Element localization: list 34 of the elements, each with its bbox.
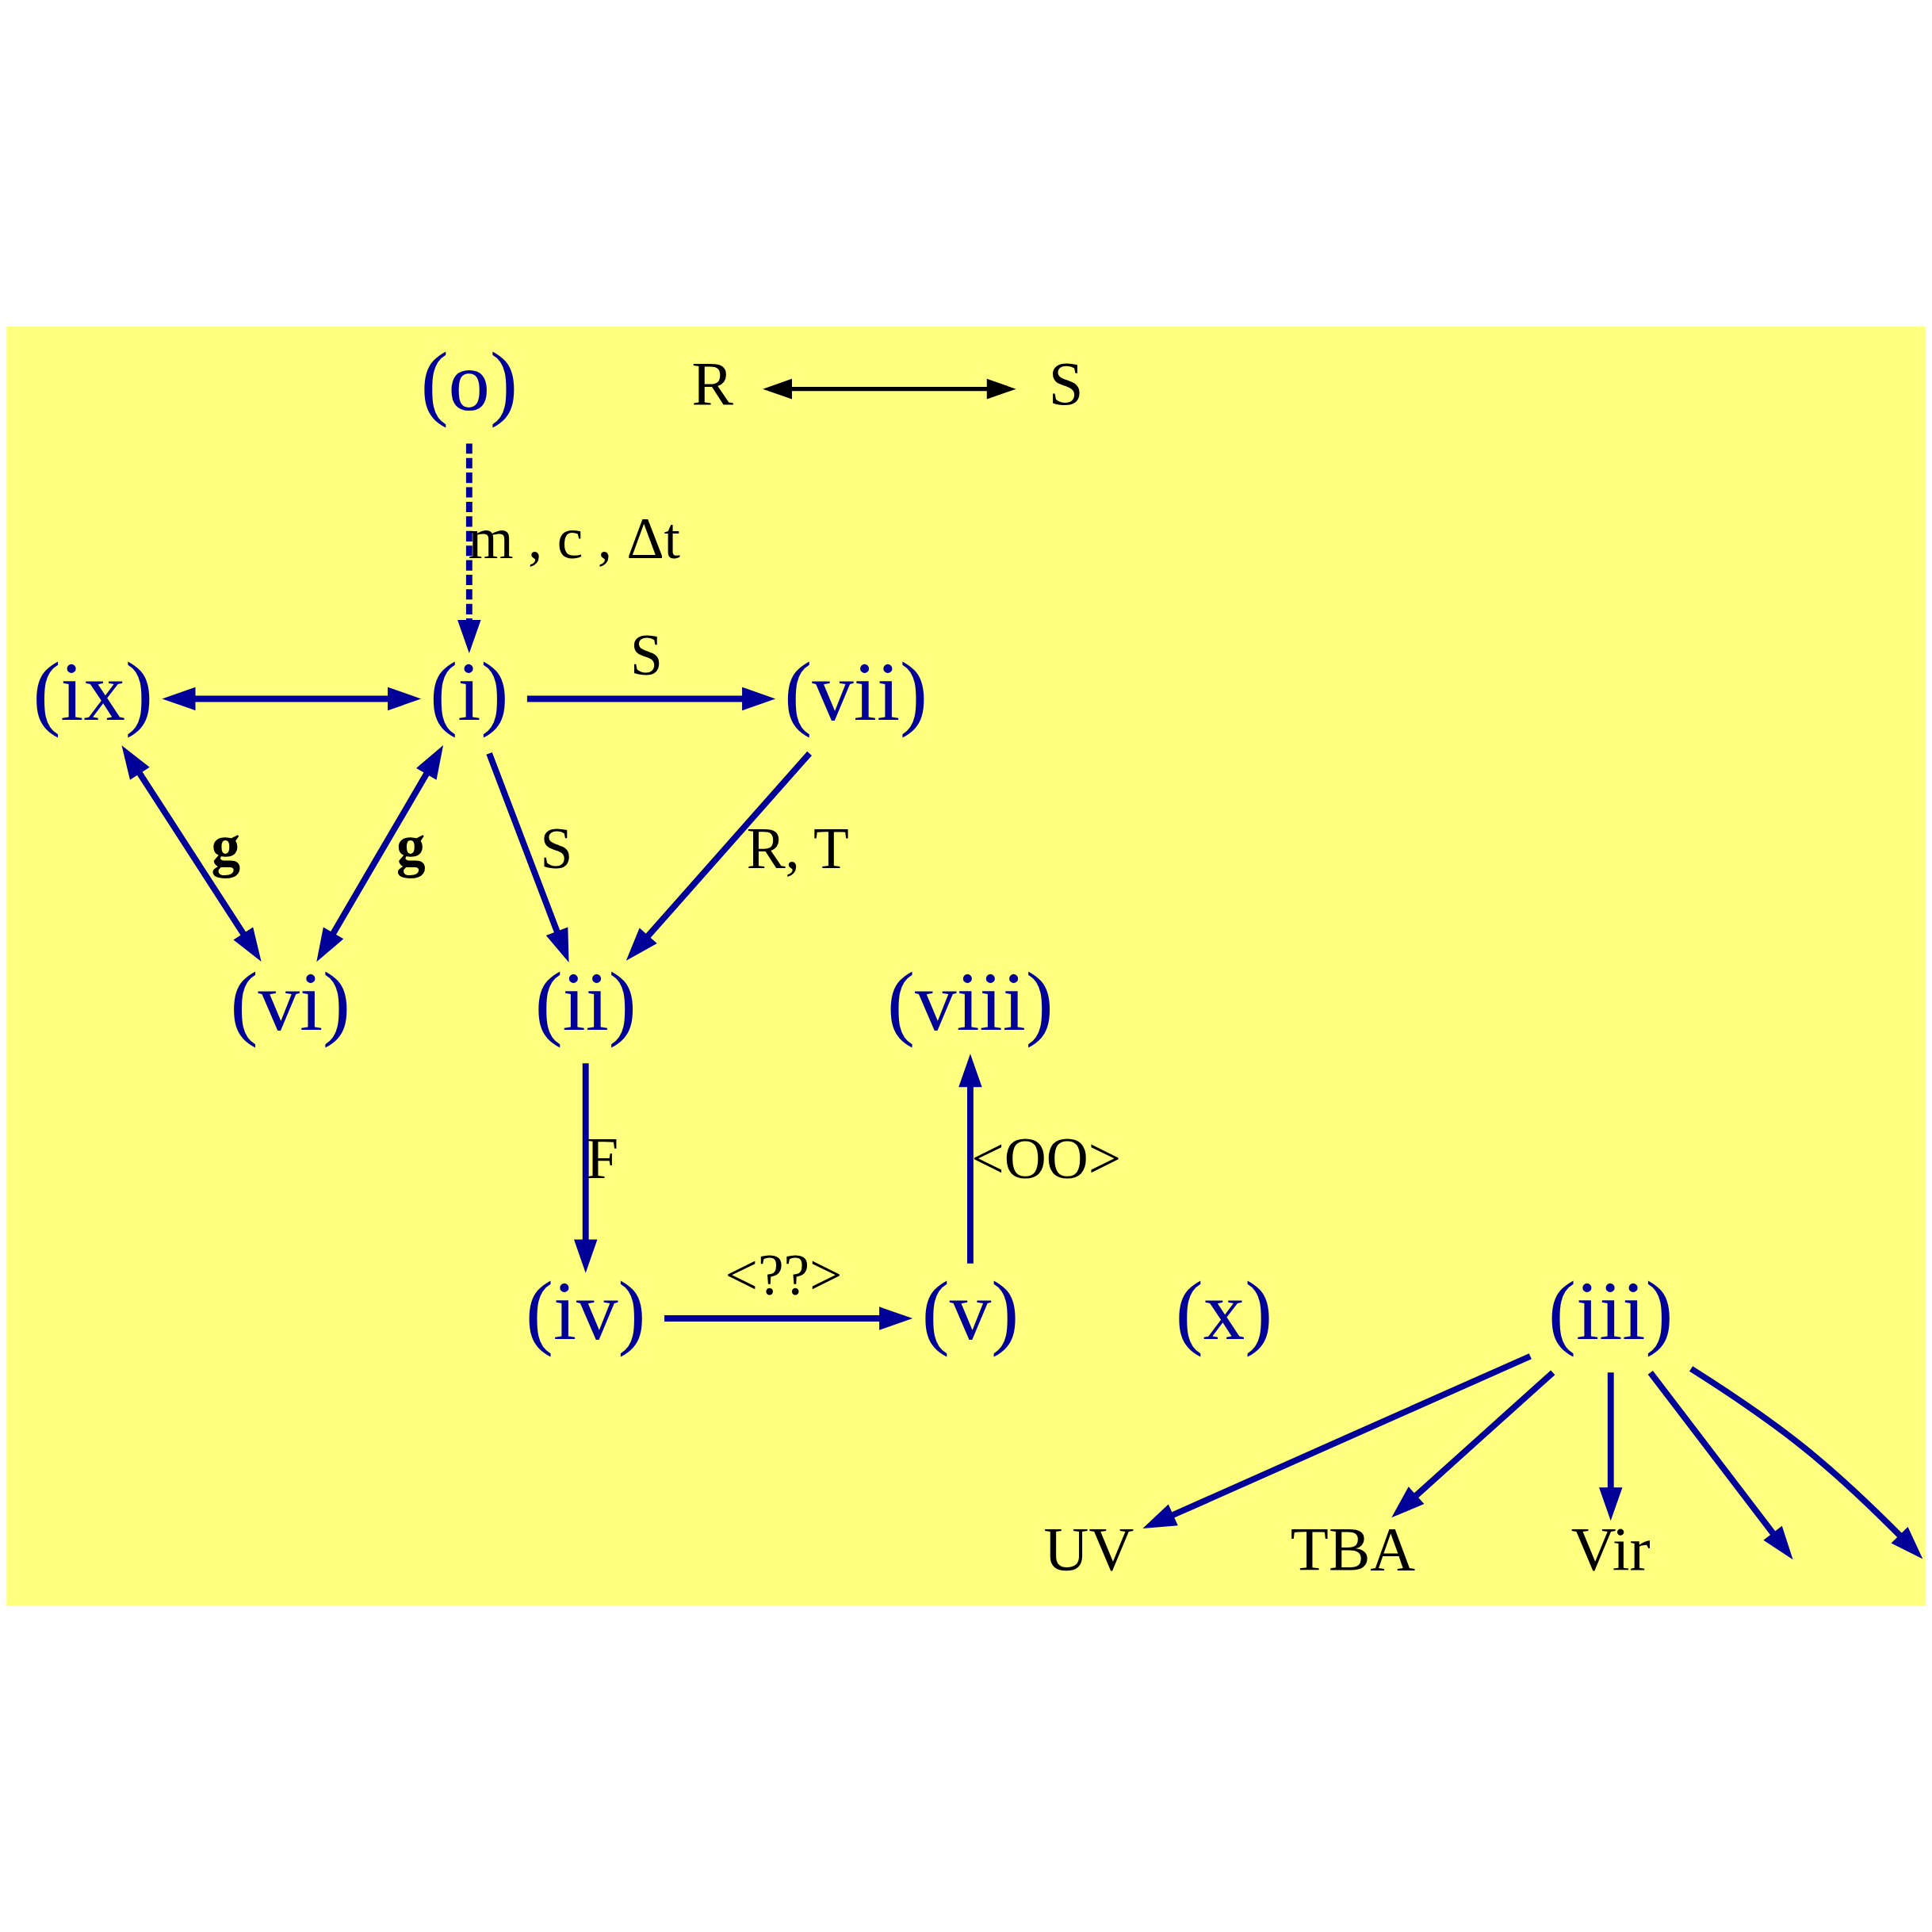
arrow xyxy=(1689,1366,1923,1559)
arrow xyxy=(1142,1353,1532,1528)
arrow xyxy=(162,687,422,711)
node-text: (viii) xyxy=(887,955,1054,1048)
arrow xyxy=(1391,1370,1555,1518)
arrow xyxy=(121,745,262,962)
node-text: (ii) xyxy=(534,955,637,1048)
edge-label: S xyxy=(630,623,663,688)
node-text: R xyxy=(691,349,733,419)
arrow xyxy=(626,751,812,961)
node-text: (vii) xyxy=(784,645,928,738)
arrow xyxy=(316,745,444,962)
node-text: TBA xyxy=(1290,1514,1416,1584)
node-text: (v) xyxy=(921,1265,1020,1358)
edge-label: <??> xyxy=(725,1242,843,1307)
edge-label: g xyxy=(211,814,241,879)
node-text: (iv) xyxy=(525,1265,646,1358)
node-text: (iii) xyxy=(1548,1265,1674,1358)
node-text: UV xyxy=(1043,1514,1134,1584)
arrow xyxy=(1647,1370,1793,1560)
edge-label: R, T xyxy=(746,816,849,881)
node-text: Vir xyxy=(1570,1514,1651,1584)
arrow xyxy=(486,752,569,963)
node-text: (i) xyxy=(430,645,509,738)
node-text: (vi) xyxy=(230,955,351,1048)
label: (x) xyxy=(1175,1265,1273,1358)
node-text: (o) xyxy=(420,335,518,428)
arrow xyxy=(763,378,1016,400)
node-text: S xyxy=(1048,349,1084,419)
edge-label: g xyxy=(396,814,426,879)
edge-label: S xyxy=(540,816,573,881)
edge-label: <OO> xyxy=(971,1126,1122,1191)
edge-label: m , c , Δt xyxy=(468,507,681,572)
node-text: (ix) xyxy=(33,645,153,738)
